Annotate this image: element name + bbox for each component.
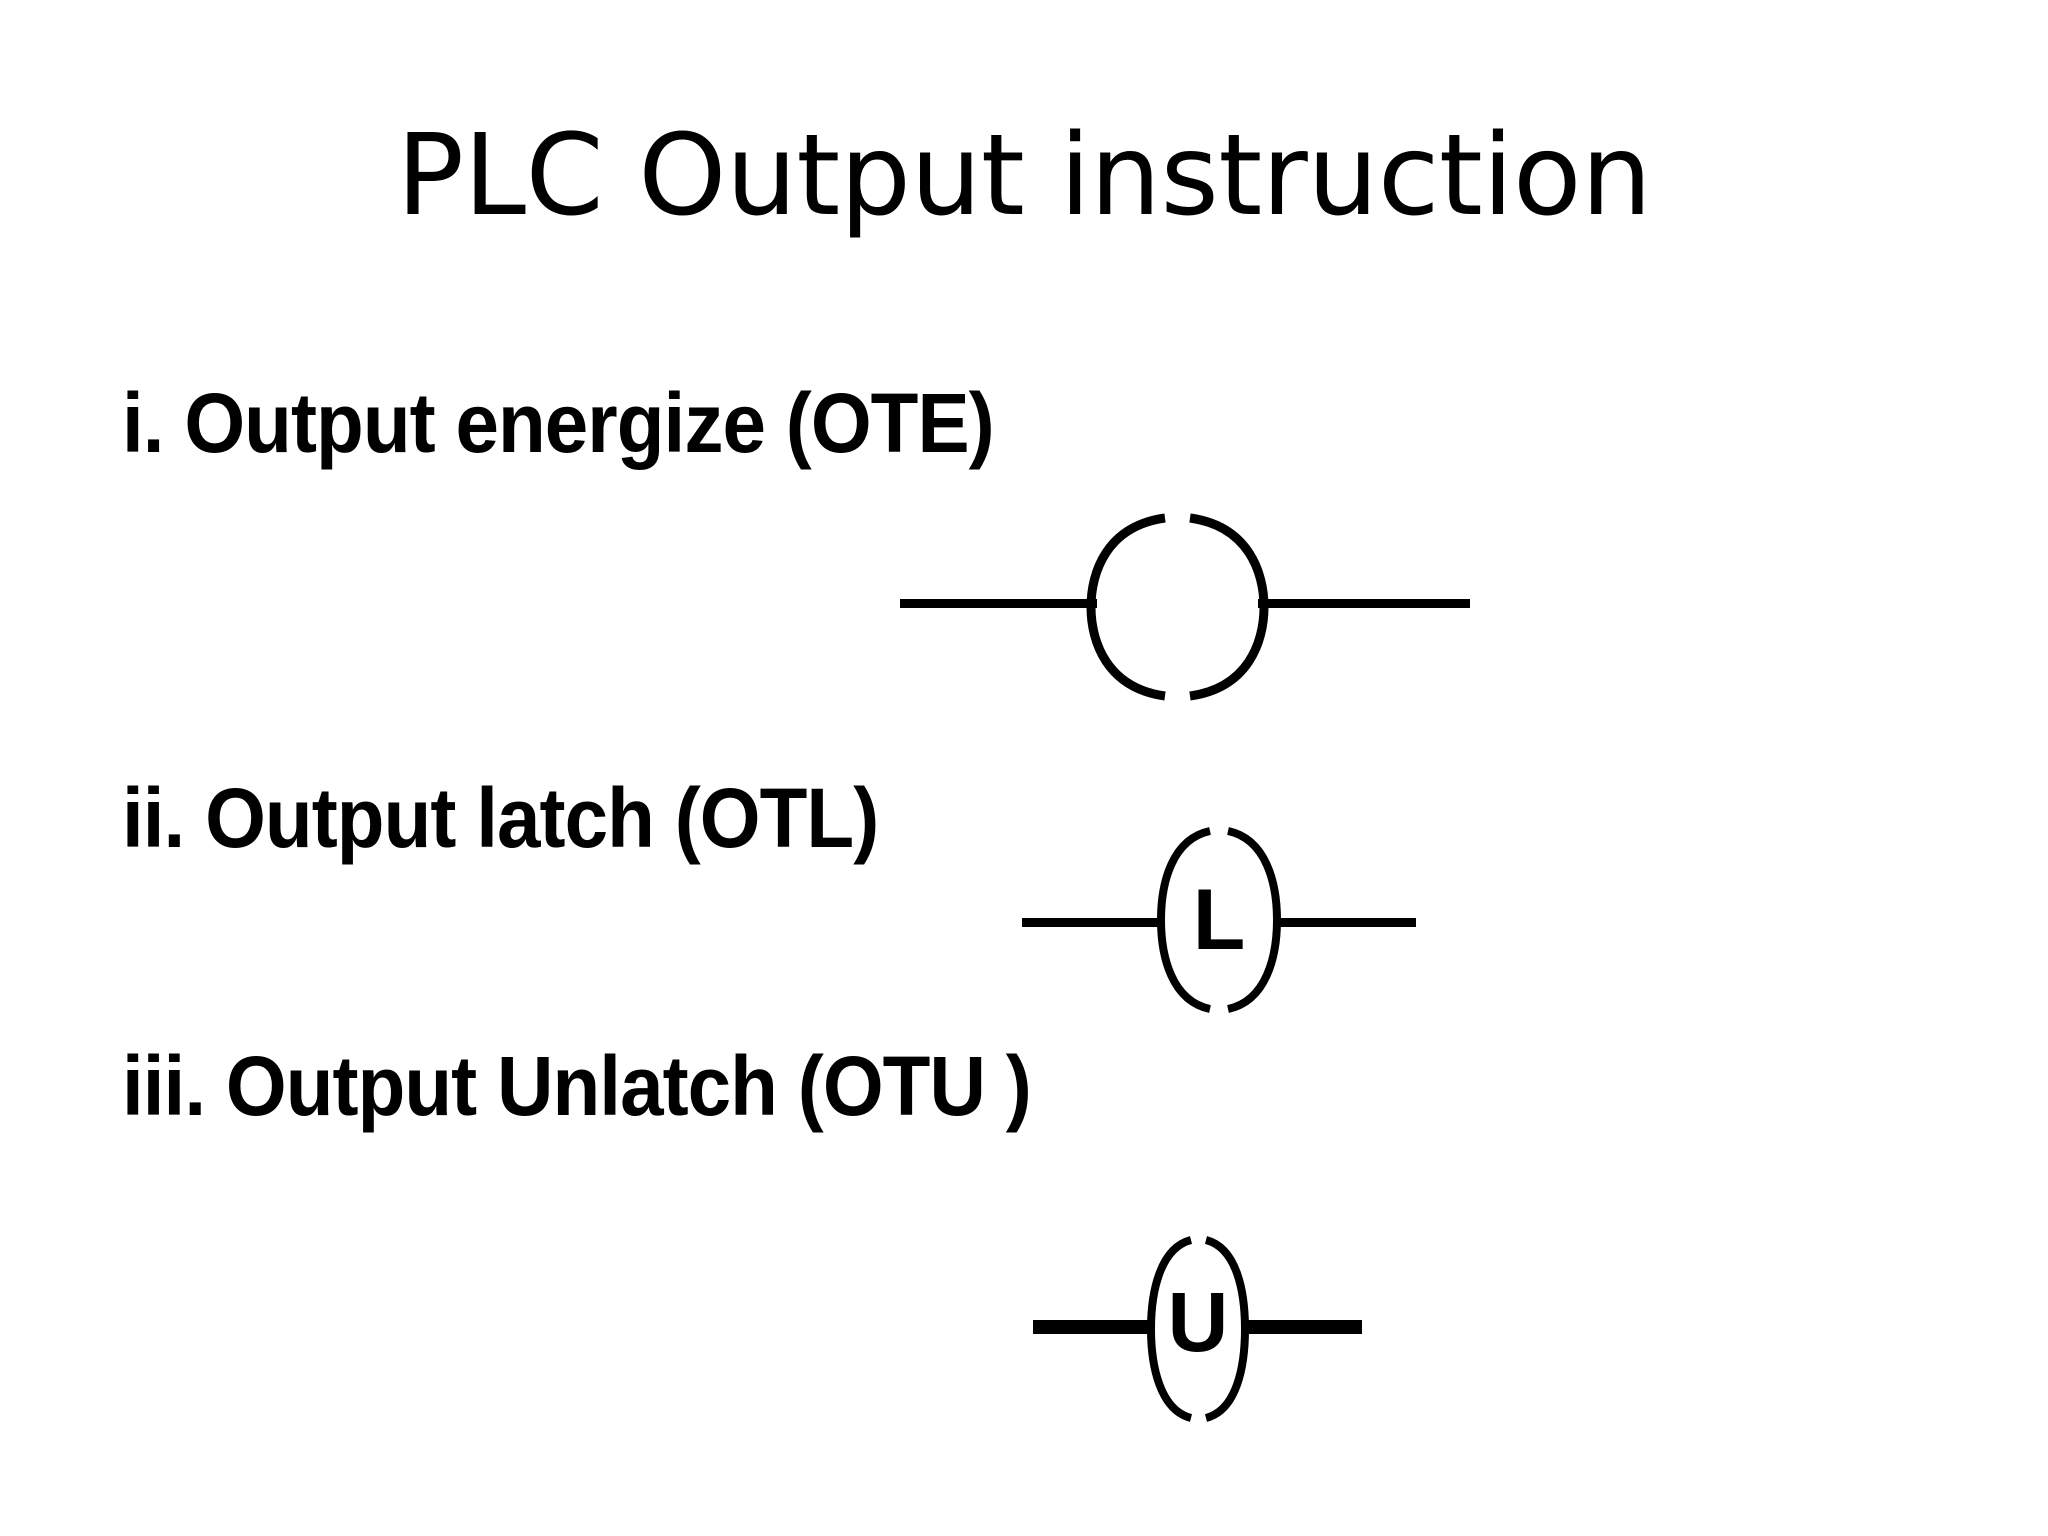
rung-line-left-icon <box>1033 1320 1155 1334</box>
rung-line-right-icon <box>1258 599 1470 608</box>
output-energize-coil-symbol <box>880 500 1500 730</box>
page-title: PLC Output instruction <box>396 111 1652 241</box>
output-unlatch-coil-symbol: U <box>1020 1222 1440 1437</box>
coil-arcs-icon <box>1086 513 1269 701</box>
coil-letter-u: U <box>1167 1275 1229 1369</box>
rung-line-right-icon <box>1276 918 1416 927</box>
bullet-item-output-energize: i. Output energize (OTE) <box>122 376 995 470</box>
bullet-item-output-unlatch: iii. Output Unlatch (OTU ) <box>122 1039 1032 1133</box>
coil-letter-l: L <box>1192 872 1246 968</box>
rung-line-right-icon <box>1242 1320 1362 1334</box>
coil-arcs-icon <box>1156 827 1282 1013</box>
coil-arcs-icon <box>1146 1236 1250 1422</box>
output-latch-coil-symbol: L <box>1010 815 1440 1030</box>
rung-line-left-icon <box>900 599 1097 608</box>
bullet-item-output-latch: ii. Output latch (OTL) <box>122 771 879 865</box>
rung-line-left-icon <box>1022 918 1162 927</box>
